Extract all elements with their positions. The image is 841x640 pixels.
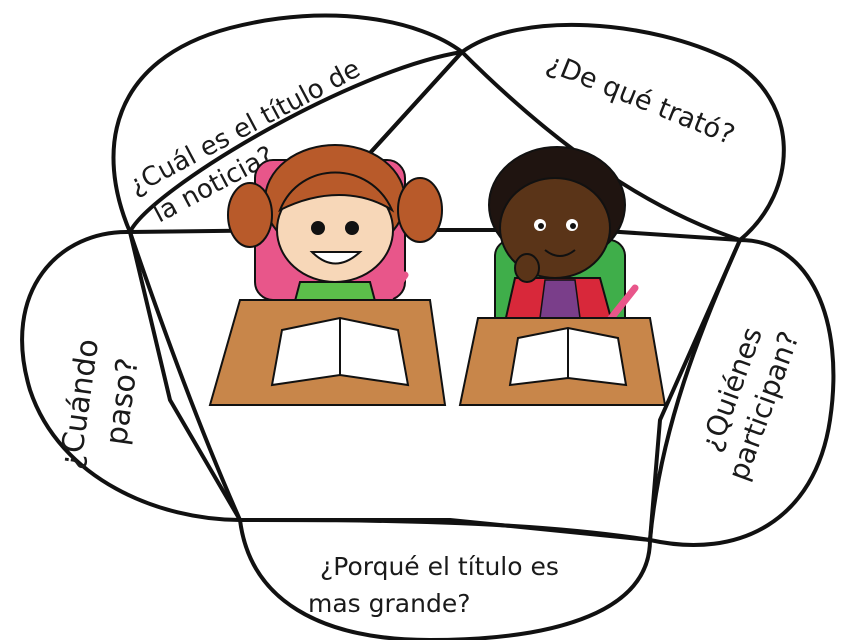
boy-smile	[544, 249, 576, 257]
petal-top-right-outline	[298, 22, 786, 242]
girl-eye-left	[311, 221, 325, 235]
girl-eye-right	[345, 221, 359, 235]
petal-top-left-outline	[111, 13, 464, 234]
girl-bangs	[278, 171, 395, 213]
petal-top-right-text: ¿De qué trató?	[542, 48, 739, 151]
boy-pupil-right	[570, 223, 576, 229]
petal-left-line2: paso?	[99, 356, 146, 447]
girl-smile	[309, 251, 363, 265]
boy-pupil-left	[538, 223, 544, 229]
petal-left-outline	[20, 229, 242, 522]
petal-bottom-text: ¿Porqué el título es mas grande?	[308, 552, 559, 618]
boundary-right	[648, 238, 742, 542]
boundary-bottom	[238, 518, 652, 542]
girl-pigtail-right	[397, 177, 443, 243]
boy-illustration	[458, 146, 667, 406]
boundary-top	[128, 50, 464, 234]
petal-outlines	[20, 13, 836, 640]
girl-illustration	[208, 144, 447, 406]
boundary-left	[128, 230, 242, 522]
petal-left-text: ¿Cuándo paso?	[53, 337, 146, 471]
boy-pencil	[604, 284, 639, 326]
boy-hand	[514, 253, 540, 283]
petal-left-line1: ¿Cuándo	[53, 337, 106, 471]
petal-bottom-line2: mas grande?	[308, 589, 470, 618]
petal-right-outline	[648, 238, 836, 547]
petal-right-text: ¿Quiénes participan?	[694, 323, 806, 485]
girl-pigtail-left	[227, 182, 273, 248]
petal-top-right-line1: ¿De qué trató?	[542, 48, 739, 151]
boy-vest	[539, 279, 581, 319]
petal-bottom-line1: ¿Porqué el título es	[320, 552, 559, 581]
